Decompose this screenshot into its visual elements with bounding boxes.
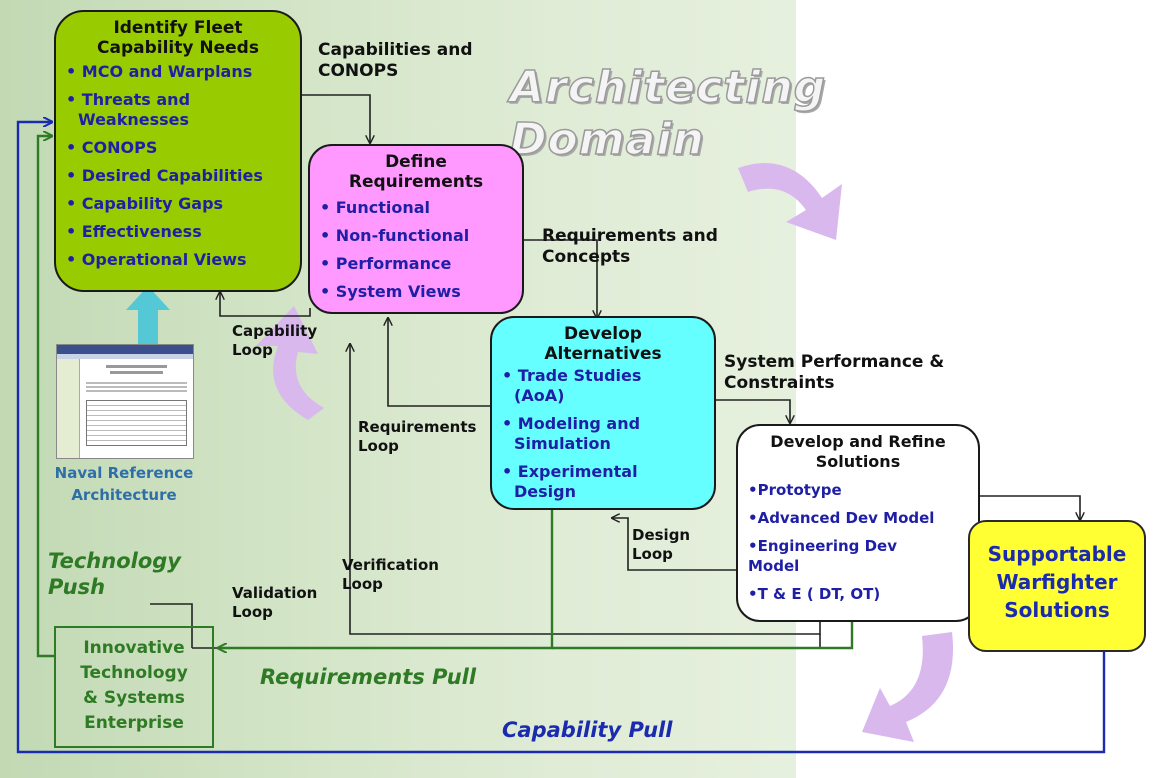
warfighter-title-line-2: Warfighter (996, 570, 1118, 594)
list-item: • Modeling and (502, 414, 641, 433)
list-item: • MCO and Warplans (66, 62, 253, 81)
naval-reference-architecture-thumbnail (56, 344, 194, 459)
supportable-warfighter-solutions-box: Supportable Warfighter Solutions (968, 520, 1146, 652)
label-line: Requirements (358, 418, 477, 436)
design-loop-label: Design Loop (632, 526, 690, 564)
fleet-capability-needs-box: Identify Fleet Capability Needs • MCO an… (54, 10, 302, 292)
capabilities-conops-label: Capabilities and CONOPS (318, 40, 473, 82)
list-item: • Experimental (502, 462, 638, 481)
requirements-concepts-label: Requirements and Concepts (542, 226, 718, 268)
fleet-title-line-2: Capability Needs (97, 38, 259, 58)
fleet-items: • MCO and Warplans • Threats and Weaknes… (66, 62, 290, 270)
list-item: • Trade Studies (502, 366, 642, 385)
label-line: Constraints (724, 373, 835, 393)
innovative-title-line-1: Innovative (83, 638, 185, 658)
label-line: Loop (358, 437, 399, 455)
cycle-arrow-bottom (862, 632, 954, 742)
verification-loop-label: Verification Loop (342, 556, 439, 594)
list-item: • CONOPS (66, 138, 158, 157)
naval-reference-architecture-label: Naval Reference Architecture (46, 462, 202, 506)
develop-alternatives-box: Develop Alternatives • Trade Studies (Ao… (490, 316, 716, 510)
system-performance-label: System Performance & Constraints (724, 352, 944, 394)
label-line: Loop (232, 341, 273, 359)
label-line: Technology (48, 549, 181, 573)
list-item: • System Views (320, 282, 461, 301)
label-line: Capability (232, 322, 318, 340)
list-item: • Desired Capabilities (66, 166, 263, 185)
label-line: Loop (632, 545, 673, 563)
list-item: •Engineering Dev (748, 537, 897, 555)
label-line: Concepts (542, 247, 631, 267)
label-line: Loop (232, 603, 273, 621)
requirements-loop-label: Requirements Loop (358, 418, 476, 456)
label-line: Loop (342, 575, 383, 593)
label-line: System Performance & (724, 352, 945, 372)
solutions-title-line-1: Develop and Refine (770, 432, 946, 451)
list-item: • Threats and (66, 90, 191, 109)
requirements-title-line-2: Requirements (348, 172, 484, 192)
label-line: Validation (232, 584, 318, 602)
innovative-title-line-2: Technology (80, 663, 188, 683)
label-line: CONOPS (318, 61, 399, 81)
warfighter-title: Supportable Warfighter Solutions (980, 540, 1134, 624)
cycle-arrow-capability (256, 306, 324, 420)
label-line: Push (48, 575, 106, 599)
requirements-title-line-1: Define (385, 152, 447, 172)
develop-refine-solutions-box: Develop and Refine Solutions •Prototype … (736, 424, 980, 622)
label-line: Design (632, 526, 691, 544)
technology-push-label: Technology Push (48, 548, 181, 600)
list-item: • Non-functional (320, 226, 470, 245)
label-line: Verification (342, 556, 439, 574)
list-item: Simulation (514, 434, 611, 453)
innovative-title-line-3: & Systems (83, 688, 185, 708)
alternatives-title-line-2: Alternatives (544, 344, 662, 364)
alternatives-box-title: Develop Alternatives (502, 324, 704, 364)
list-item: Design (514, 482, 576, 501)
label-line: Requirements and (542, 226, 718, 246)
list-item: • Functional (320, 198, 430, 217)
list-item: •Prototype (748, 481, 842, 499)
innovative-title-line-4: Enterprise (84, 713, 184, 733)
list-item: Model (748, 557, 800, 575)
innovative-title: Innovative Technology & Systems Enterpri… (60, 636, 208, 736)
requirements-pull-label: Requirements Pull (260, 665, 477, 689)
solutions-title-line-2: Solutions (815, 452, 901, 471)
warfighter-title-line-3: Solutions (1004, 598, 1110, 622)
requirements-items: • Functional • Non-functional • Performa… (320, 198, 512, 302)
domain-title-line-2: Domain (509, 113, 705, 166)
cyan-up-arrow (126, 286, 170, 344)
requirements-box-title: Define Requirements (320, 152, 512, 192)
list-item: • Operational Views (66, 250, 247, 269)
label-line: Naval Reference (54, 464, 194, 482)
alternatives-title-line-1: Develop (564, 324, 642, 344)
capability-pull-label: Capability Pull (502, 718, 673, 742)
list-item: •Advanced Dev Model (748, 509, 935, 527)
solutions-box-title: Develop and Refine Solutions (748, 432, 968, 472)
label-line: Capabilities and (318, 40, 473, 60)
list-item: • Performance (320, 254, 452, 273)
validation-loop-label: Validation Loop (232, 584, 317, 622)
list-item: • Capability Gaps (66, 194, 224, 213)
fleet-box-title: Identify Fleet Capability Needs (66, 18, 290, 58)
label-line: Architecture (71, 486, 177, 504)
domain-title-line-1: Architecting (509, 61, 827, 114)
list-item: Weaknesses (78, 110, 190, 129)
cycle-arrow-top-right (738, 163, 842, 240)
fleet-title-line-1: Identify Fleet (113, 18, 243, 38)
capability-loop-label: Capability Loop (232, 322, 317, 360)
architecting-domain-title: Architecting Domain (509, 61, 827, 166)
innovative-technology-box: Innovative Technology & Systems Enterpri… (54, 626, 214, 748)
solutions-items: •Prototype •Advanced Dev Model •Engineer… (748, 480, 968, 604)
list-item: (AoA) (514, 386, 565, 405)
list-item: • Effectiveness (66, 222, 202, 241)
list-item: •T & E ( DT, OT) (748, 585, 881, 603)
warfighter-title-line-1: Supportable (987, 542, 1127, 566)
define-requirements-box: Define Requirements • Functional • Non-f… (308, 144, 524, 314)
alternatives-items: • Trade Studies (AoA) • Modeling and Sim… (502, 366, 704, 502)
